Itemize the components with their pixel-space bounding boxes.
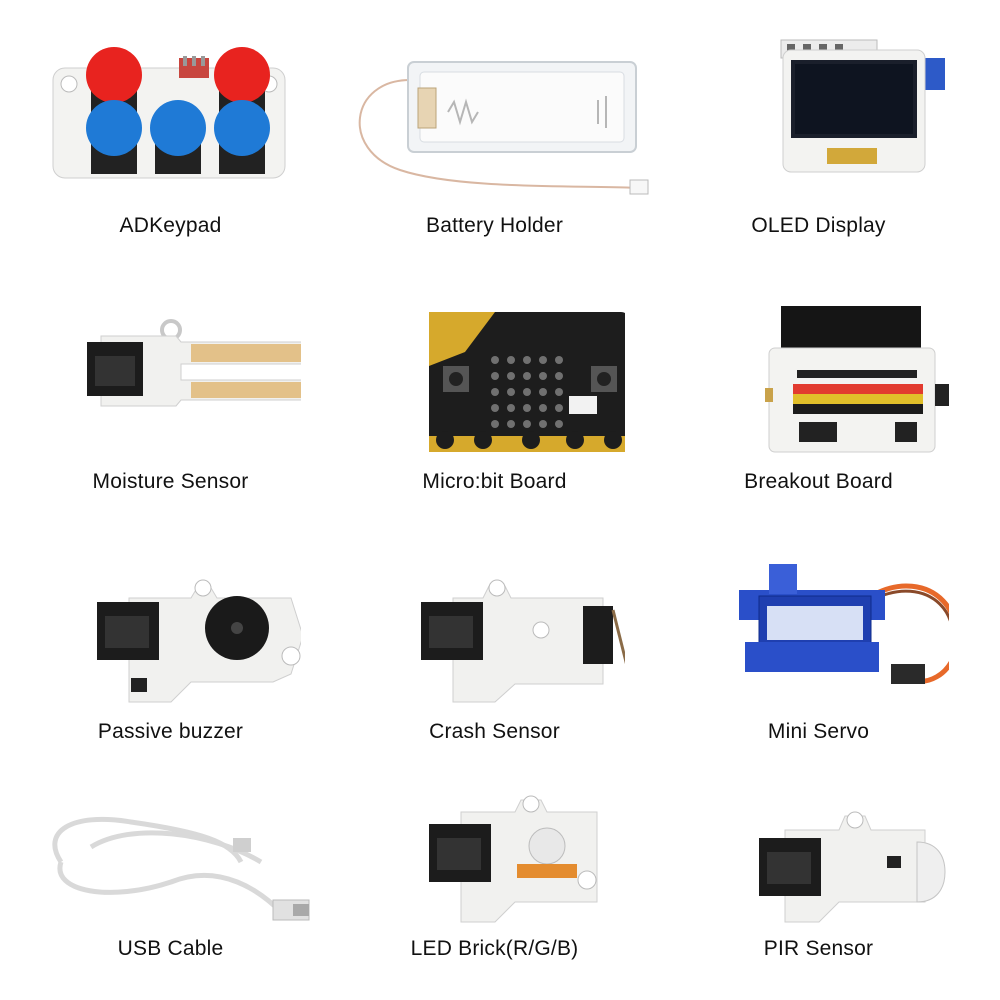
breakout-board-icon	[652, 256, 985, 466]
product-label: LED Brick(R/G/B)	[410, 937, 579, 960]
mini-servo-icon	[652, 506, 985, 711]
product-label: Mini Servo	[767, 720, 870, 743]
crash-sensor-icon	[328, 506, 661, 711]
oled-display-icon	[652, 0, 985, 210]
product-label: Micro:bit Board	[422, 470, 567, 493]
product-label: OLED Display	[751, 214, 886, 237]
adkeypad-icon	[4, 0, 337, 210]
product-label: ADKeypad	[119, 214, 222, 237]
product-label: Breakout Board	[744, 470, 893, 493]
led-brick-icon	[328, 752, 661, 937]
pir-sensor-icon	[652, 752, 985, 937]
passive-buzzer-icon	[4, 506, 337, 711]
product-label: USB Cable	[117, 937, 224, 960]
product-label: PIR Sensor	[763, 937, 874, 960]
product-label: Crash Sensor	[429, 720, 560, 743]
battery-holder-icon	[328, 0, 661, 210]
product-label: Moisture Sensor	[92, 470, 249, 493]
microbit-board-icon	[328, 256, 661, 466]
product-label: Battery Holder	[425, 214, 564, 237]
usb-cable-icon	[4, 752, 337, 937]
moisture-sensor-icon	[4, 256, 337, 466]
product-label: Passive buzzer	[97, 720, 244, 743]
